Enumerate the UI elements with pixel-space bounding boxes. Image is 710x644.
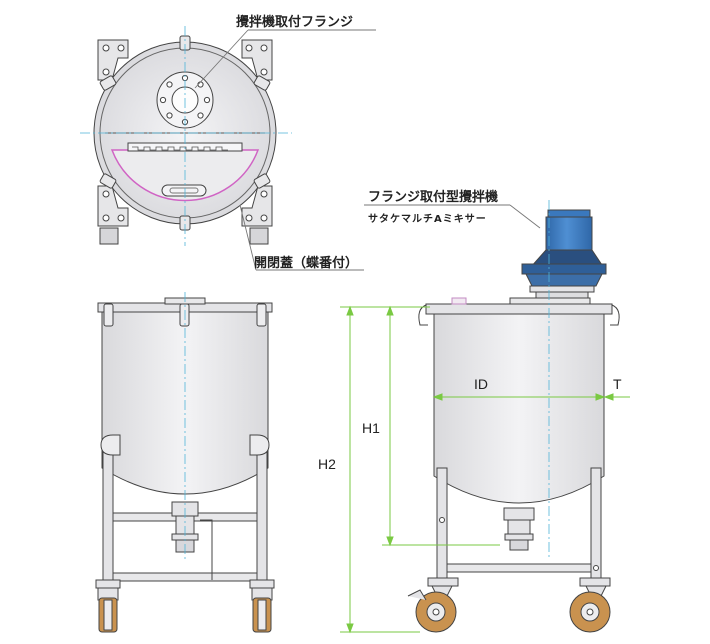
top-bracket-tl — [97, 39, 129, 81]
label-mixer-subtitle: サタケマルチAミキサー — [368, 214, 487, 225]
dim-label-t: T — [613, 376, 622, 392]
dim-label-id: ID — [474, 376, 488, 392]
top-bracket-bl — [97, 185, 129, 227]
front-caster-left — [95, 579, 121, 633]
side-caster-left — [407, 577, 459, 633]
side-rim — [425, 303, 613, 315]
dim-label-h2: H2 — [318, 456, 336, 472]
label-hinged-lid: 開閉蓋（蝶番付） — [254, 256, 359, 271]
dim-label-h1: H1 — [362, 420, 380, 436]
top-lid-handle — [161, 184, 207, 197]
top-bracket-br — [241, 185, 273, 227]
side-caster-right — [569, 577, 611, 633]
mixer-leader — [509, 204, 541, 229]
dimension-lines — [340, 305, 630, 634]
label-mixer-title: フランジ取付型攪拌機 — [368, 190, 499, 205]
top-caster-right — [249, 227, 269, 245]
front-caster-right — [249, 579, 275, 633]
side-body — [433, 313, 605, 504]
top-clamps — [99, 35, 271, 231]
top-bracket-tr — [241, 39, 273, 81]
top-centerlines — [80, 26, 292, 246]
motor-base — [521, 263, 607, 275]
label-agitator-flange: 攪拌機取付フランジ — [236, 15, 354, 30]
side-view — [407, 209, 620, 633]
top-leaders — [194, 29, 376, 271]
top-caster-left — [99, 227, 119, 245]
